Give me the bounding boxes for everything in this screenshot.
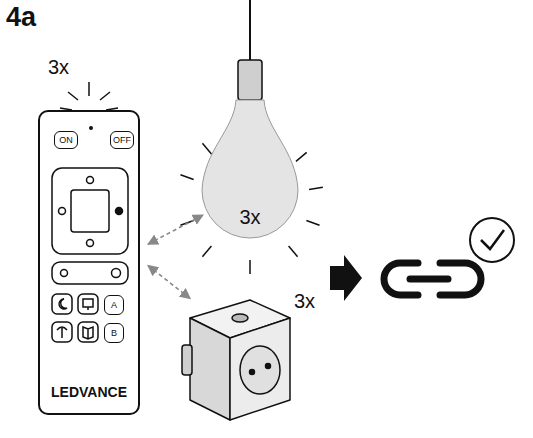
- result-arrow: [330, 255, 362, 301]
- smart-plug: [182, 300, 290, 420]
- repeat-count: 3x: [294, 290, 315, 313]
- button-label: A: [111, 300, 117, 310]
- light-bulb: [180, 0, 322, 274]
- light-bulb: 3x: [200, 150, 300, 255]
- remote-details: [52, 126, 128, 342]
- repeat-count: 3x: [48, 56, 69, 79]
- figure-title: 4a: [6, 2, 36, 33]
- check-mark: [470, 218, 514, 262]
- on-button: ON: [54, 131, 78, 149]
- blink-rays: [60, 82, 118, 110]
- off-button: OFF: [110, 131, 134, 149]
- button-label: ON: [59, 135, 73, 145]
- smart-plug: 3x: [185, 290, 315, 422]
- pairing-link: [148, 215, 203, 244]
- scene-button: B: [104, 323, 124, 343]
- button-label: OFF: [113, 135, 131, 145]
- remote-control: LEDVANCE ON OFF A B: [38, 110, 140, 415]
- scene-button: A: [104, 295, 124, 315]
- button-label: B: [111, 328, 117, 338]
- pairing-link: [148, 266, 190, 299]
- brand-name: LEDVANCE: [40, 384, 138, 400]
- link-icon: [384, 263, 481, 295]
- repeat-count: 3x: [200, 206, 300, 229]
